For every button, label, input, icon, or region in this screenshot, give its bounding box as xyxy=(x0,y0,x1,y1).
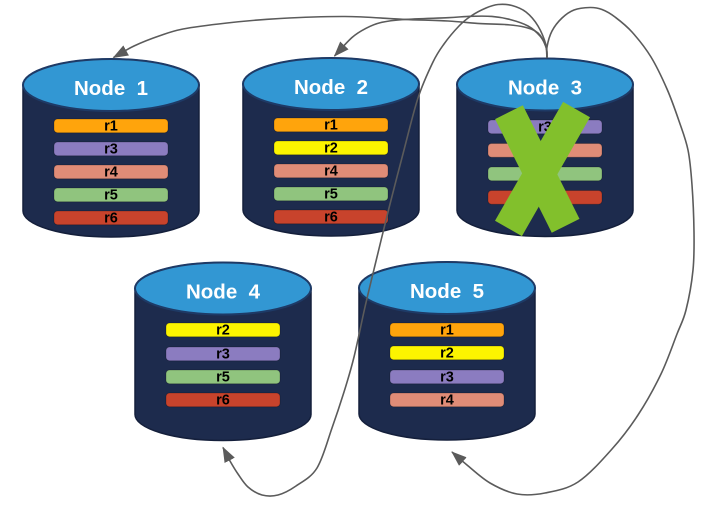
svg-text:r3: r3 xyxy=(440,370,454,386)
svg-text:r1: r1 xyxy=(440,323,454,339)
svg-text:Node 5: Node 5 xyxy=(410,280,484,303)
svg-text:Node 1: Node 1 xyxy=(74,77,148,100)
svg-text:r2: r2 xyxy=(324,141,338,157)
svg-text:Node 2: Node 2 xyxy=(294,76,368,99)
svg-text:r4: r4 xyxy=(104,165,118,181)
svg-text:r3: r3 xyxy=(216,347,230,363)
svg-text:r1: r1 xyxy=(104,119,118,135)
svg-text:r4: r4 xyxy=(324,164,338,180)
svg-text:r5: r5 xyxy=(216,370,230,386)
svg-text:r2: r2 xyxy=(216,323,230,339)
svg-text:r6: r6 xyxy=(216,393,230,409)
svg-text:r5: r5 xyxy=(324,187,338,203)
svg-text:r4: r4 xyxy=(440,393,454,409)
svg-text:Node 4: Node 4 xyxy=(186,281,261,304)
svg-text:r3: r3 xyxy=(104,142,118,158)
svg-text:r6: r6 xyxy=(104,211,118,227)
svg-text:r6: r6 xyxy=(324,210,338,226)
svg-text:r1: r1 xyxy=(324,118,338,134)
svg-text:r2: r2 xyxy=(440,346,454,362)
svg-text:Node 3: Node 3 xyxy=(508,77,582,100)
svg-text:r5: r5 xyxy=(104,188,118,204)
